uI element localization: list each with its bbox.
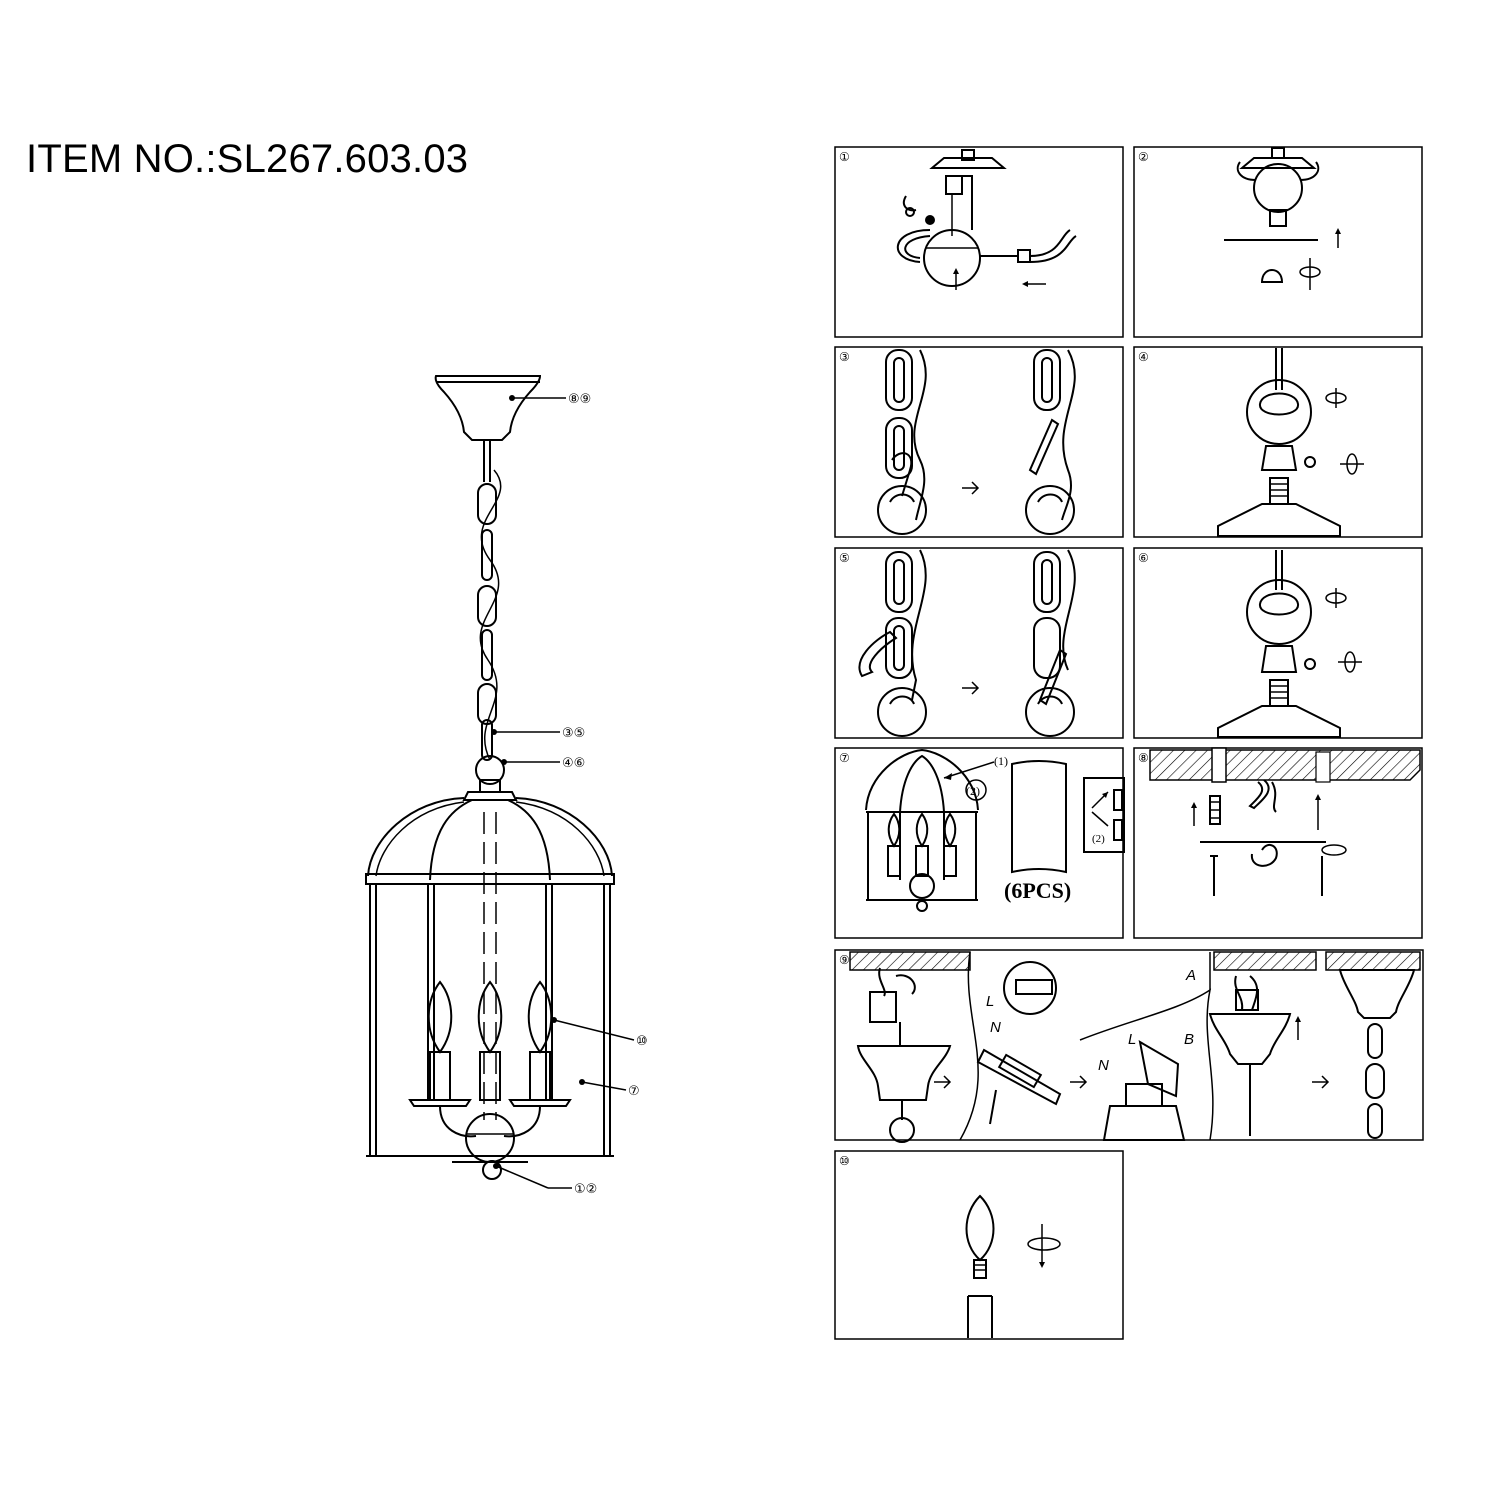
callout-finial: ①② [493, 1163, 597, 1197]
callout-label-hook: ④⑥ [562, 756, 585, 771]
overview-fixture [365, 375, 615, 1180]
callout-hook: ④⑥ [501, 756, 585, 771]
step-number-4: ④ [1138, 350, 1149, 364]
step9-label-A: A [1185, 967, 1196, 984]
callout-glass-panel: ⑦ [579, 1079, 640, 1099]
step-number-8: ⑧ [1138, 751, 1149, 765]
step-panel-6: ⑥ [1133, 547, 1423, 739]
step7-label-6pcs: (6PCS) [1004, 878, 1071, 903]
step-number-7: ⑦ [839, 751, 850, 765]
step7-label-1: (1) [994, 754, 1008, 768]
step-panel-7: ⑦ (1) (2) (6PCS) (2) [834, 747, 1125, 939]
callout-chain-link: ③⑤ [491, 726, 585, 741]
step7-label-2b: (2) [1092, 833, 1105, 845]
callout-label-chain: ③⑤ [562, 726, 585, 741]
overview-callouts: ⑧⑨ ③⑤ ④⑥ ⑩ ⑦ ①② [491, 392, 648, 1197]
callout-candle-bulb: ⑩ [551, 1017, 648, 1049]
step-panel-9: ⑨ L N L N A B [834, 949, 1424, 1143]
step-number-5: ⑤ [839, 551, 850, 565]
step-panel-2: ② [1133, 146, 1423, 338]
step9-label-L1: L [986, 993, 994, 1010]
step-number-2: ② [1138, 150, 1149, 164]
step9-label-B: B [1184, 1031, 1194, 1048]
item-number-title: ITEM NO.:SL267.603.03 [26, 137, 469, 181]
step-panel-1: ① [834, 146, 1124, 338]
callout-label-glass: ⑦ [628, 1084, 640, 1099]
step9-label-N2: N [1098, 1057, 1109, 1074]
step-panel-4: ④ [1133, 346, 1423, 538]
step7-label-2: (2) [966, 784, 980, 798]
step9-label-L2: L [1128, 1031, 1136, 1048]
step-number-1: ① [839, 150, 850, 164]
step-number-10: ⑩ [839, 1154, 850, 1168]
step9-label-N1: N [990, 1019, 1001, 1036]
callout-label-finial: ①② [574, 1182, 597, 1197]
step-panel-5: ⑤ [834, 547, 1124, 739]
step-number-9: ⑨ [839, 953, 850, 967]
step-panel-10: ⑩ [834, 1150, 1124, 1340]
step-panel-3: ③ [834, 346, 1124, 538]
step-panel-8: ⑧ [1133, 747, 1423, 939]
canopy-shape [434, 375, 542, 441]
callout-canopy: ⑧⑨ [509, 392, 591, 407]
callout-label-canopy: ⑧⑨ [568, 392, 591, 407]
step-number-3: ③ [839, 350, 850, 364]
callout-label-bulb: ⑩ [636, 1034, 648, 1049]
overview-chain [477, 483, 497, 761]
step-number-6: ⑥ [1138, 551, 1149, 565]
